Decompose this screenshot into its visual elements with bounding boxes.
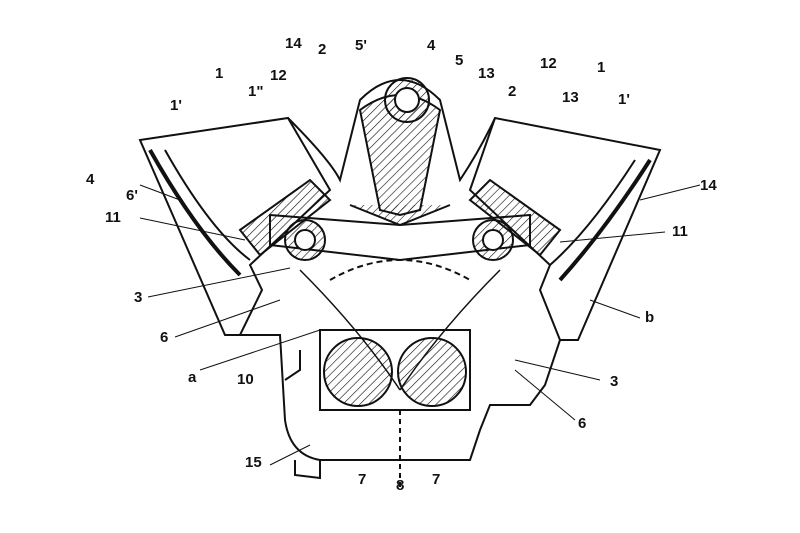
label-6-left: 6 (160, 329, 169, 346)
label-5: 5 (455, 52, 464, 69)
label-b: b (645, 309, 655, 326)
label-7-right: 7 (432, 471, 441, 488)
label-13-top: 13 (478, 65, 495, 82)
label-1-right: 1 (597, 59, 606, 76)
label-8: 8 (396, 477, 405, 494)
label-4-left: 4 (86, 171, 95, 188)
label-6-prime: 6' (126, 187, 138, 204)
label-3-left: 3 (134, 289, 143, 306)
label-14-top: 14 (285, 35, 302, 52)
label-11-left: 11 (105, 209, 121, 226)
label-10: 10 (237, 371, 254, 388)
label-15: 15 (245, 454, 262, 471)
label-3-right: 3 (610, 373, 619, 390)
label-2-right: 2 (508, 83, 517, 100)
label-12-right: 12 (540, 55, 557, 72)
label-1-double-prime: 1" (248, 83, 264, 100)
label-11-right: 11 (672, 223, 688, 240)
label-2-top: 2 (318, 41, 327, 58)
label-7-left: 7 (358, 471, 367, 488)
left-cylinder-wall (138, 116, 332, 336)
lower-crankcase (240, 334, 561, 461)
label-5-prime: 5' (355, 37, 367, 54)
label-1-prime-right: 1' (618, 91, 630, 108)
right-cylinder-wall (468, 116, 662, 341)
label-1-left: 1 (215, 65, 224, 82)
label-14-right: 14 (700, 177, 717, 194)
label-4-top: 4 (427, 37, 436, 54)
label-6-right: 6 (578, 415, 587, 432)
label-13-right: 13 (562, 89, 579, 106)
label-12-left: 12 (270, 67, 287, 84)
label-a: a (188, 369, 197, 386)
label-1-prime-left: 1' (170, 97, 182, 114)
